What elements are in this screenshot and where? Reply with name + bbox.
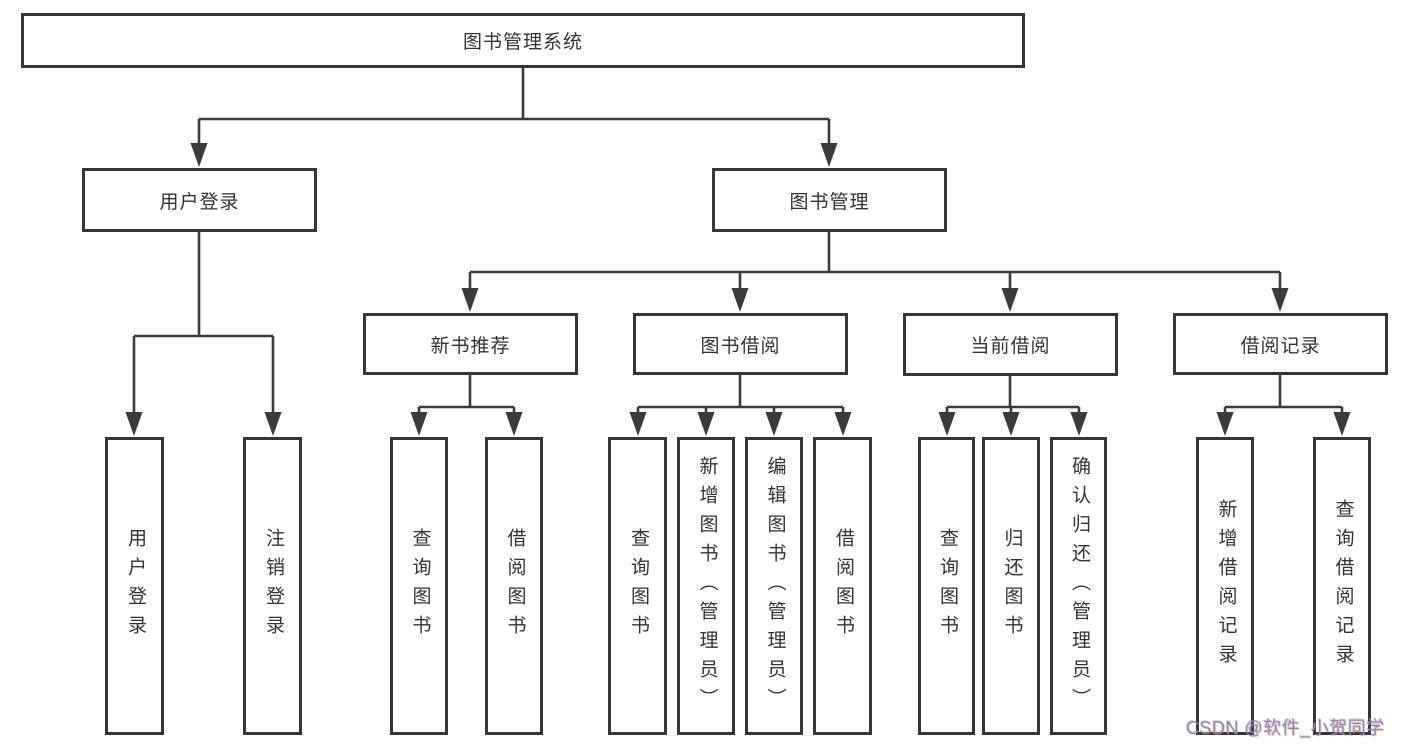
leaf-label: 新增借阅记录	[1215, 499, 1237, 673]
leaf-query-books-current: 查询图书	[918, 437, 975, 735]
watermark: CSDN @软件_小贺同学	[1186, 718, 1385, 738]
node-new-book-recommendation: 新书推荐	[363, 313, 578, 375]
leaf-label: 新增图书（管理员）	[696, 455, 718, 717]
node-book-management: 图书管理	[712, 168, 947, 232]
leaf-query-borrow-record: 查询借阅记录	[1313, 437, 1371, 735]
node-label: 图书管理系统	[462, 32, 583, 53]
leaf-query-books-borrow: 查询图书	[608, 437, 667, 735]
node-borrowing-records: 借阅记录	[1173, 313, 1388, 375]
node-label: 图书借阅	[700, 335, 781, 357]
node-library-management-system: 图书管理系统	[21, 13, 1025, 68]
leaf-label: 用户登录	[124, 528, 146, 644]
leaf-query-books-recommend: 查询图书	[390, 437, 448, 735]
leaf-label: 借阅图书	[504, 528, 526, 644]
leaf-label: 确认归还（管理员）	[1068, 455, 1090, 717]
leaf-confirm-return-admin: 确认归还（管理员）	[1050, 437, 1107, 735]
leaf-return-books: 归还图书	[982, 437, 1040, 735]
leaf-edit-books-admin: 编辑图书（管理员）	[745, 437, 803, 735]
node-book-borrowing: 图书借阅	[633, 313, 848, 375]
node-label: 用户登录	[159, 191, 240, 213]
leaf-borrow-books-recommend: 借阅图书	[485, 437, 543, 735]
leaf-label: 查询借阅记录	[1332, 499, 1354, 673]
node-label: 图书管理	[789, 191, 870, 213]
leaf-label: 归还图书	[1001, 528, 1023, 644]
leaf-label: 注销登录	[262, 528, 284, 644]
leaf-borrow-books-borrow: 借阅图书	[813, 437, 872, 735]
node-label: 新书推荐	[430, 335, 511, 357]
leaf-label: 查询图书	[409, 528, 431, 644]
leaf-label: 查询图书	[627, 528, 649, 644]
leaf-user-login: 用户登录	[105, 437, 164, 735]
leaf-label: 编辑图书（管理员）	[764, 455, 786, 717]
node-label: 借阅记录	[1240, 335, 1321, 357]
node-current-borrowing: 当前借阅	[903, 313, 1118, 376]
leaf-label: 借阅图书	[832, 528, 854, 644]
leaf-logout: 注销登录	[243, 437, 302, 735]
leaf-add-borrow-record: 新增借阅记录	[1196, 437, 1254, 735]
leaf-label: 查询图书	[936, 528, 958, 644]
node-user-login: 用户登录	[82, 168, 317, 232]
node-label: 当前借阅	[970, 336, 1051, 357]
leaf-add-books-admin: 新增图书（管理员）	[677, 437, 735, 735]
